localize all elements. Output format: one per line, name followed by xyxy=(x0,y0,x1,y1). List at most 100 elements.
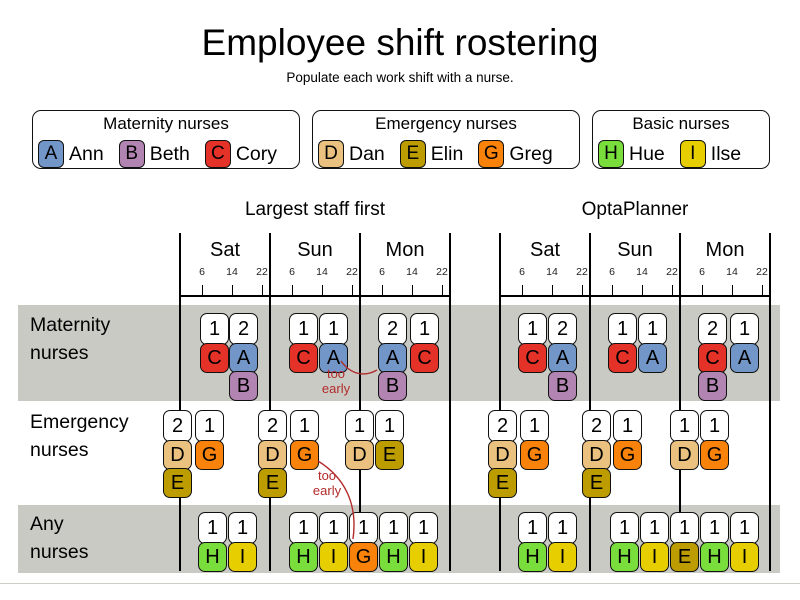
shift-requirement-cell: 1 xyxy=(289,512,318,544)
shift-requirement-cell: 1 xyxy=(200,313,229,345)
nurse-assignment-cell-D: D xyxy=(582,440,611,470)
day-label-mon: Mon xyxy=(385,239,425,261)
nurse-assignment-cell-D: D xyxy=(670,440,699,470)
nurse-assignment-cell-A: A xyxy=(730,343,759,373)
day-divider-line xyxy=(499,233,501,571)
nurse-assignment-cell-H: H xyxy=(610,542,639,572)
nurse-assignment-cell-H: H xyxy=(379,542,408,572)
tick-label: 6 xyxy=(519,266,525,278)
tick-label: 14 xyxy=(546,266,558,278)
shift-requirement-cell: 1 xyxy=(700,512,729,544)
nurse-assignment-cell-A: A xyxy=(229,343,258,373)
shift-requirement-cell: 2 xyxy=(582,410,611,442)
nurse-assignment-cell-E: E xyxy=(582,468,611,498)
shift-requirement-cell: 1 xyxy=(319,313,348,345)
tick-label: 14 xyxy=(636,266,648,278)
shift-requirement-cell: 2 xyxy=(378,313,407,345)
day-divider-line xyxy=(679,233,681,571)
legend-group-title: Basic nurses xyxy=(632,114,730,133)
nurse-assignment-cell-E: E xyxy=(375,440,404,470)
tick-mark xyxy=(232,285,234,295)
tick-mark xyxy=(442,285,444,295)
shift-requirement-cell: 1 xyxy=(670,512,699,544)
nurse-chip-D: D xyxy=(318,140,344,168)
row-label-any: Any xyxy=(30,513,64,535)
nurse-assignment-cell-I: I xyxy=(228,542,257,572)
tick-mark xyxy=(582,285,584,295)
nurse-assignment-cell-I: I xyxy=(730,542,759,572)
day-divider-line xyxy=(589,233,591,571)
nurse-name: Beth xyxy=(149,142,190,165)
shift-requirement-cell: 2 xyxy=(698,313,727,345)
tick-label: 6 xyxy=(699,266,705,278)
shift-requirement-cell: 1 xyxy=(319,512,348,544)
shift-requirement-cell: 1 xyxy=(518,512,547,544)
tick-label: 14 xyxy=(316,266,328,278)
shift-requirement-cell: 1 xyxy=(349,512,378,544)
day-label-mon: Mon xyxy=(705,239,745,261)
tick-mark xyxy=(412,285,414,295)
shift-requirement-cell: 1 xyxy=(228,512,257,544)
nurse-assignment-cell-A: A xyxy=(319,343,348,373)
row-label-emergency: Emergency xyxy=(30,411,129,433)
nurse-assignment-cell-D: D xyxy=(258,440,287,470)
nurse-name: Ilse xyxy=(710,142,742,165)
day-divider-line xyxy=(769,233,771,571)
shift-requirement-cell: 2 xyxy=(548,313,577,345)
tick-mark xyxy=(552,285,554,295)
nurse-assignment-cell-G: G xyxy=(700,440,729,470)
nurse-assignment-cell-D: D xyxy=(488,440,517,470)
shift-requirement-cell: 1 xyxy=(520,410,549,442)
tick-mark xyxy=(522,285,524,295)
shift-requirement-cell: 1 xyxy=(518,313,547,345)
nurse-chip-C: C xyxy=(204,140,231,168)
tick-label: 22 xyxy=(666,266,678,278)
nurse-assignment-cell-H: H xyxy=(518,542,547,572)
tick-label: 6 xyxy=(379,266,385,278)
nurse-assignment-cell-B: B xyxy=(378,371,407,401)
nurse-chip-H: H xyxy=(598,140,624,168)
nurse-name: Dan xyxy=(349,142,385,165)
nurse-assignment-cell-G: G xyxy=(349,542,378,572)
nurse-assignment-cell-E: E xyxy=(670,542,699,572)
tick-label: 22 xyxy=(256,266,268,278)
timeline-axis xyxy=(180,295,450,297)
shift-requirement-cell: 1 xyxy=(548,512,577,544)
nurse-name: Greg xyxy=(509,142,553,165)
nurse-chip-A: A xyxy=(38,140,64,168)
nurse-name: Cory xyxy=(235,142,277,165)
shift-requirement-cell: 2 xyxy=(163,410,192,442)
shift-requirement-cell: 1 xyxy=(379,512,408,544)
chart-title: Largest staff first xyxy=(244,199,386,220)
nurse-assignment-cell-G: G xyxy=(613,440,642,470)
row-label-any: nurses xyxy=(30,541,89,563)
nurse-name: Elin xyxy=(430,142,464,165)
shift-requirement-cell: 1 xyxy=(198,512,227,544)
tick-mark xyxy=(732,285,734,295)
tick-label: 14 xyxy=(226,266,238,278)
day-divider-line xyxy=(179,233,181,571)
nurse-assignment-cell-H: H xyxy=(198,542,227,572)
nurse-assignment-cell-C: C xyxy=(698,343,727,373)
shift-requirement-cell: 1 xyxy=(289,313,318,345)
tick-label: 22 xyxy=(756,266,768,278)
nurse-assignment-cell-B: B xyxy=(229,371,258,401)
shift-requirement-cell: 1 xyxy=(730,512,759,544)
shift-requirement-cell: 1 xyxy=(610,512,639,544)
tick-mark xyxy=(702,285,704,295)
nurse-assignment-cell-B: B xyxy=(698,371,727,401)
tick-label: 22 xyxy=(346,266,358,278)
page-subtitle: Populate each work shift with a nurse. xyxy=(286,70,514,85)
tick-label: 14 xyxy=(726,266,738,278)
shift-requirement-cell: 1 xyxy=(613,410,642,442)
nurse-assignment-cell-A: A xyxy=(378,343,407,373)
